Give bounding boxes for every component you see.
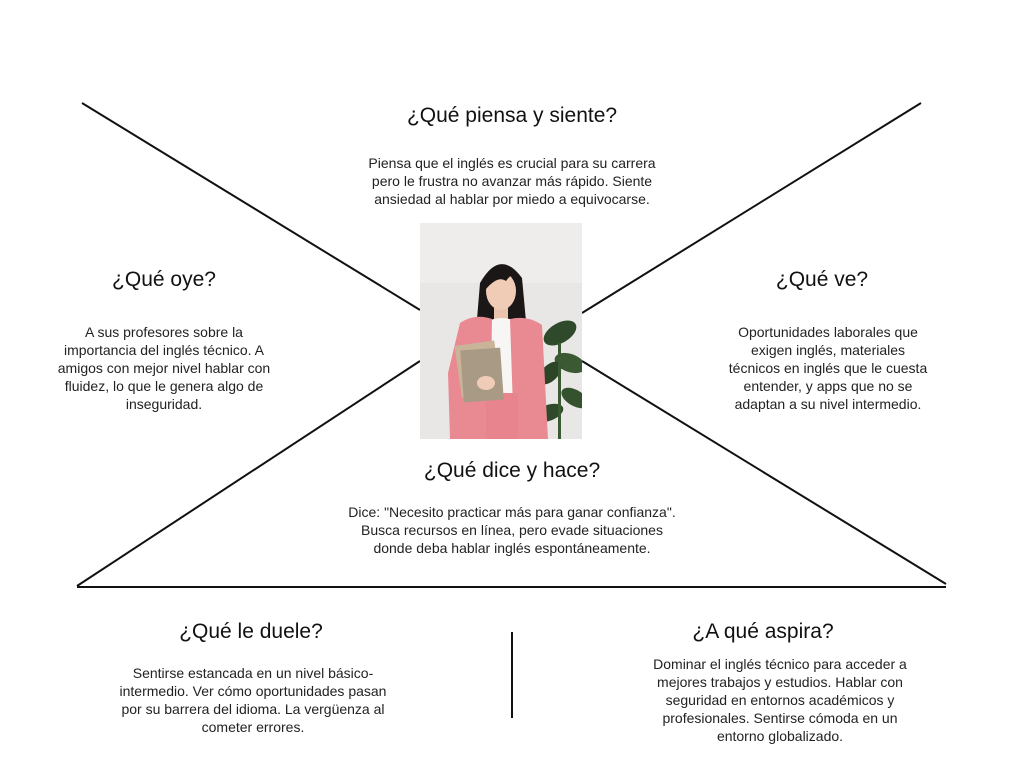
section-title-oye: ¿Qué oye? bbox=[112, 268, 216, 291]
section-text-dice: Dice: "Necesito practicar más para ganar… bbox=[348, 504, 676, 556]
section-text-duele: Sentirse estancada en un nivel básico-in… bbox=[119, 665, 387, 735]
section-text-aspira: Dominar el inglés técnico para acceder a… bbox=[653, 656, 907, 744]
section-text-piensa: Piensa que el inglés es crucial para su … bbox=[368, 155, 656, 207]
persona-photo bbox=[420, 223, 582, 439]
diagonal-bottom-left bbox=[76, 360, 421, 587]
section-title-piensa: ¿Qué piensa y siente? bbox=[406, 104, 618, 127]
section-text-oye: A sus profesores sobre la importancia de… bbox=[57, 324, 271, 412]
section-title-aspira: ¿A qué aspira? bbox=[692, 620, 834, 643]
diagonal-bottom-right bbox=[581, 360, 947, 585]
diagonal-top-right bbox=[581, 102, 922, 314]
diagonal-top-left bbox=[81, 102, 421, 311]
section-title-ve: ¿Qué ve? bbox=[775, 268, 869, 291]
section-title-duele: ¿Qué le duele? bbox=[179, 620, 323, 643]
plant-icon bbox=[532, 320, 582, 439]
section-text-ve: Oportunidades laborales que exigen inglé… bbox=[728, 324, 928, 412]
section-title-dice: ¿Qué dice y hace? bbox=[423, 459, 601, 482]
